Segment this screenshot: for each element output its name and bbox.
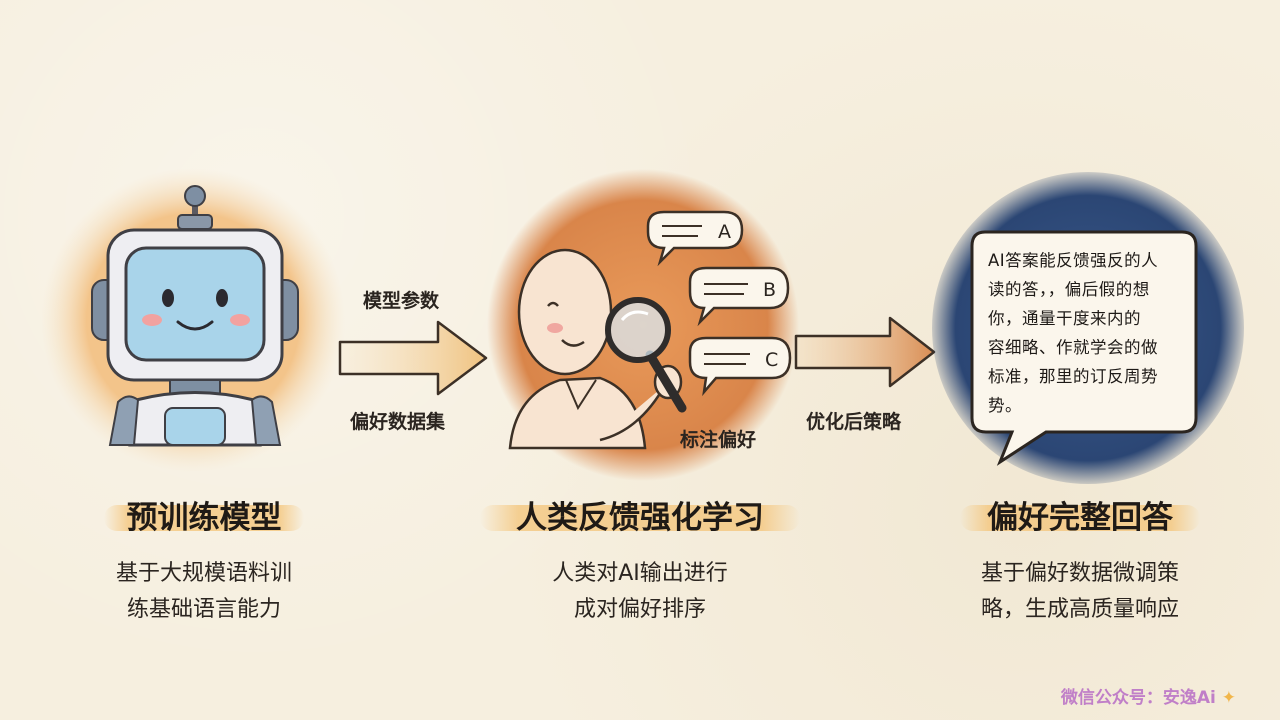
description-line: 基于大规模语料训 xyxy=(115,561,293,586)
stage1-title: 预训练模型 xyxy=(126,500,282,536)
arrow1-bottom-label: 偏好数据集 xyxy=(350,411,446,433)
person-icon xyxy=(508,248,683,450)
stage1-title-highlight xyxy=(104,505,304,531)
arrow-1 xyxy=(338,320,488,396)
response-line: 标准，那里的订反周势 xyxy=(988,367,1158,386)
response-line: AI答案能反馈强反的人 xyxy=(988,251,1159,270)
stage2-description: 人类对AI输出进行 成对偏好排序 xyxy=(552,556,728,628)
description-line: 基于偏好数据微调策 xyxy=(980,561,1180,586)
response-line: 势。 xyxy=(988,396,1022,415)
sparkle-icon: ✦ xyxy=(1221,688,1236,708)
stage1-description: 基于大规模语料训 练基础语言能力 xyxy=(116,556,292,628)
arrow-2 xyxy=(794,316,936,388)
option-bubble-a xyxy=(646,210,744,267)
option-bubble-b xyxy=(688,266,790,327)
option-label-a: A xyxy=(718,221,731,243)
arrow1-top-label: 模型参数 xyxy=(363,290,440,312)
brand-text: 微信公众号：安逸Ai xyxy=(1060,688,1216,708)
magnifier-icon xyxy=(605,297,687,413)
response-text: AI答案能反馈强反的人 读的答，，偏后假的想 你，通量干度来内的 容细略、作就学… xyxy=(988,246,1176,420)
response-line: 你，通量干度来内的 xyxy=(988,309,1141,328)
description-line: 人类对AI输出进行 xyxy=(552,561,728,586)
option-label-c: C xyxy=(765,349,778,371)
annotation-label: 标注偏好 xyxy=(680,429,757,451)
description-line: 练基础语言能力 xyxy=(126,597,282,622)
option-label-b: B xyxy=(763,279,776,301)
description-line: 略，生成高质量响应 xyxy=(980,597,1180,622)
stage3-description: 基于偏好数据微调策 略，生成高质量响应 xyxy=(981,556,1179,628)
stage2-title: 人类反馈强化学习 xyxy=(516,500,764,536)
response-bubble xyxy=(970,230,1198,466)
response-line: 读的答，，偏后假的想 xyxy=(988,280,1150,299)
response-line: 容细略、作就学会的做 xyxy=(988,338,1158,357)
option-bubble-c xyxy=(688,336,792,397)
stage3-title-highlight xyxy=(960,505,1200,531)
arrow2-bottom-label: 优化后策略 xyxy=(806,411,902,433)
stage3-title: 偏好完整回答 xyxy=(987,500,1173,536)
description-line: 成对偏好排序 xyxy=(573,597,707,622)
stage2-title-highlight xyxy=(480,505,800,531)
robot-icon xyxy=(91,185,299,447)
brand-footer: 微信公众号：安逸Ai ✦ xyxy=(1061,683,1236,708)
